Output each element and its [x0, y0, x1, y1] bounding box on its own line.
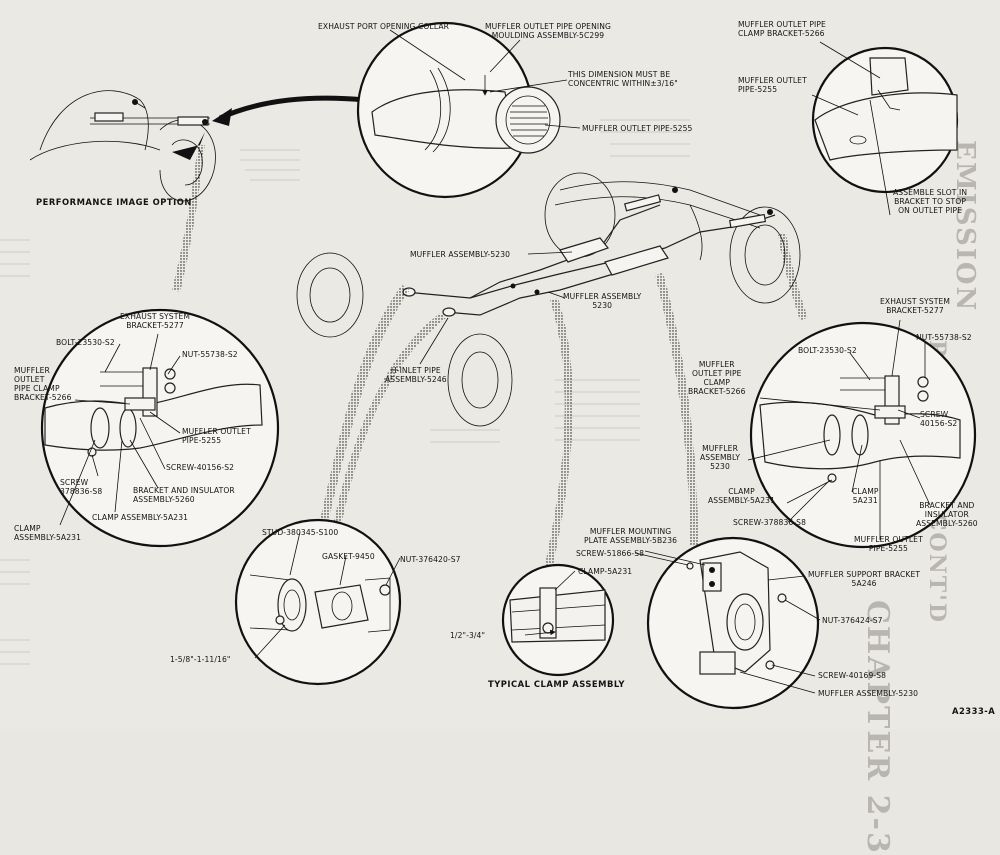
label-left-bracket-insulator: BRACKET AND INSULATOR ASSEMBLY-5260	[133, 486, 235, 504]
label-gasket: GASKET-9450	[322, 552, 375, 561]
label-right-screw-378836: SCREW-378836-S8	[733, 518, 807, 527]
label-right-nut: NUT-55738-S2	[916, 333, 972, 342]
connector-arrows	[172, 145, 808, 565]
label-right-outlet-pipe: MUFFLER OUTLET PIPE-5255	[854, 535, 923, 553]
detail-circle-left	[40, 308, 280, 548]
technical-drawing	[0, 21, 977, 710]
label-h-inlet-pipe: H-INLET PIPE ASSEMBLY-5246	[385, 366, 447, 384]
detail-circle-bottom-left	[234, 518, 402, 686]
label-right-screw-40156: SCREW 40156-S2	[920, 410, 958, 428]
label-dimension-1-5-8: 1-5/8"-1-11/16"	[170, 655, 231, 664]
leader-lines	[59, 29, 931, 694]
label-clamp-5a231: CLAMP-5A231	[578, 567, 633, 576]
label-screw-51866: SCREW-51866-S8	[576, 549, 645, 558]
label-left-exhaust-bracket: EXHAUST SYSTEM BRACKET-5277	[120, 312, 191, 330]
label-left-bolt: BOLT-23530-S2	[56, 338, 115, 347]
label-outlet-pipe-top-right: MUFFLER OUTLET PIPE-5255	[738, 76, 807, 94]
label-left-screw-40156: SCREW-40156-S2	[166, 463, 235, 472]
diagram-page: CHAPTER 2-3 EMISSION PART 2-3 — CONT'D	[0, 20, 996, 855]
label-stud: STUD-380345-S100	[262, 528, 339, 537]
detail-circle-right	[749, 321, 977, 549]
label-right-clamp: CLAMP 5A231	[852, 487, 879, 505]
label-right-bolt: BOLT-23530-S2	[798, 346, 857, 355]
connector-arrow-solid	[172, 95, 366, 160]
performance-option-drawing	[29, 90, 216, 202]
label-clamp-bracket-top-right: MUFFLER OUTLET PIPE CLAMP BRACKET-5266	[738, 20, 826, 38]
label-left-screw-378836: SCREW 378836-S8	[60, 478, 103, 496]
label-left-clamp-assembly: CLAMP ASSEMBLY-5A231	[92, 513, 189, 522]
label-right-bracket-insulator: BRACKET AND INSULATOR ASSEMBLY-5260	[916, 501, 978, 528]
label-left-clamp-assembly-lower: CLAMP ASSEMBLY-5A231	[14, 524, 82, 542]
label-muffler-outlet-moulding: MUFFLER OUTLET PIPE OPENING MOULDING ASS…	[485, 22, 611, 40]
label-right-clamp-bracket: MUFFLER OUTLET PIPE CLAMP BRACKET-5266	[688, 360, 746, 396]
label-nut-376420: NUT-376420-S7	[400, 555, 461, 564]
figure-id: A2333-A	[952, 706, 996, 716]
label-nut-376424: NUT-376424-S7	[822, 616, 883, 625]
detail-circle-top-center	[356, 21, 561, 199]
label-left-clamp-bracket: MUFFLER OUTLET PIPE CLAMP BRACKET-5266	[14, 366, 72, 402]
label-muffler-support-bracket: MUFFLER SUPPORT BRACKET 5A246	[808, 570, 921, 588]
detail-circle-top-right	[811, 46, 959, 194]
label-left-nut: NUT-55738-S2	[182, 350, 238, 359]
label-right-clamp-assembly: CLAMP ASSEMBLY-5A231	[708, 487, 776, 505]
label-right-muffler-assembly: MUFFLER ASSEMBLY 5230	[700, 444, 741, 471]
label-screw-40169: SCREW-40169-S8	[818, 671, 887, 680]
label-muffler-outlet-pipe-top: MUFFLER OUTLET PIPE-5255	[582, 124, 693, 133]
label-dimension-note: THIS DIMENSION MUST BE CONCENTRIC WITHIN…	[568, 70, 678, 88]
label-muffler-mounting-plate: MUFFLER MOUNTING PLATE ASSEMBLY-5B236	[584, 527, 678, 545]
label-assemble-slot: ASSEMBLE SLOT IN BRACKET TO STOP ON OUTL…	[893, 188, 968, 215]
caption-typical-clamp: TYPICAL CLAMP ASSEMBLY	[488, 679, 625, 689]
label-dimension-1-2: 1/2"-3/4"	[450, 631, 486, 640]
detail-circle-clamp	[501, 563, 615, 677]
caption-performance-option: PERFORMANCE IMAGE OPTION	[36, 197, 192, 207]
label-exhaust-port-collar: EXHAUST PORT OPENING COLLAR	[318, 22, 450, 31]
label-right-exhaust-bracket: EXHAUST SYSTEM BRACKET-5277	[880, 297, 951, 315]
detail-circle-bottom-right	[646, 536, 820, 710]
label-muffler-assembly-bottom: MUFFLER ASSEMBLY-5230	[818, 689, 919, 698]
label-muffler-assembly-center: MUFFLER ASSEMBLY-5230	[410, 250, 511, 259]
label-muffler-assembly-center2: MUFFLER ASSEMBLY 5230	[563, 292, 642, 310]
label-left-outlet-pipe: MUFFLER OUTLET PIPE-5255	[182, 427, 251, 445]
